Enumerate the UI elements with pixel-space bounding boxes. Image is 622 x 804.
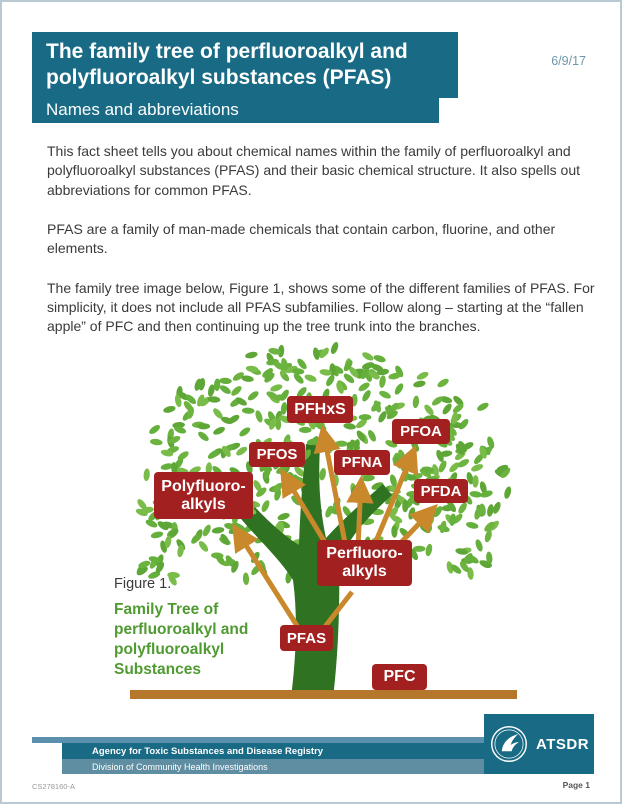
node-pfc: PFC: [372, 664, 427, 690]
definition-paragraph: PFAS are a family of man-made chemicals …: [47, 220, 556, 257]
page-title-line-2: polyfluoroalkyl substances (PFAS): [46, 66, 392, 89]
hhs-seal-icon: [490, 726, 527, 762]
node-pfos-label: PFOS: [256, 446, 298, 463]
figure-intro-paragraph: The family tree image below, Figure 1, s…: [47, 279, 595, 335]
node-pfda: PFDA: [414, 479, 468, 503]
node-perfluoroalkyls-line1: Perfluoro-: [326, 545, 403, 563]
intro-paragraph: This fact sheet tells you about chemical…: [47, 143, 581, 198]
node-pfos: PFOS: [249, 442, 305, 467]
node-polyfluoroalkyls-line2: alkyls: [181, 495, 226, 513]
footer-stripe: [32, 737, 484, 743]
footer-agency-text: Agency for Toxic Substances and Disease …: [92, 745, 324, 757]
node-pfda-label: PFDA: [420, 482, 462, 500]
atsdr-logo-text: ATSDR: [535, 735, 590, 753]
figure-label: Figure 1.: [114, 576, 172, 592]
node-polyfluoroalkyls-line1: Polyfluoro-: [161, 477, 246, 495]
tree-trunk: [223, 444, 392, 698]
node-perfluoroalkyls: Perfluoro- alkyls: [317, 540, 412, 586]
node-perfluoroalkyls-line2: alkyls: [342, 563, 387, 580]
body-text: This fact sheet tells you about chemical…: [47, 142, 595, 357]
figure-caption-block: Figure 1. Family Tree of perfluoroalkyl …: [114, 576, 274, 681]
page-title-line-1: The family tree of perfluoroalkyl and: [46, 40, 408, 63]
footer: Agency for Toxic Substances and Disease …: [32, 714, 594, 777]
footer-division-bar: Division of Community Health Investigati…: [62, 759, 484, 774]
atsdr-logo-box: ATSDR: [484, 714, 594, 774]
family-tree-figure: PFHxS PFOA PFOS PFNA PFDA Polyfluoro- al…: [2, 342, 620, 706]
node-pfhxs-label: PFHxS: [294, 400, 346, 418]
node-pfas-label: PFAS: [286, 629, 327, 647]
date-text: 6/9/17: [551, 54, 586, 68]
footer-agency-bar: Agency for Toxic Substances and Disease …: [62, 743, 484, 759]
figure-caption: Family Tree of perfluoroalkyl and polyfl…: [114, 601, 249, 679]
page-number: Page 1: [562, 780, 590, 790]
node-pfna: PFNA: [334, 450, 390, 475]
header-subtitle: Names and abbreviations: [46, 100, 239, 119]
node-polyfluoroalkyls: Polyfluoro- alkyls: [154, 472, 253, 519]
node-pfna-label: PFNA: [341, 454, 383, 471]
ground-line: [130, 690, 517, 699]
header-subtitle-band: Names and abbreviations: [32, 97, 439, 123]
footer-division-text: Division of Community Health Investigati…: [92, 761, 268, 772]
node-pfhxs: PFHxS: [287, 396, 353, 423]
node-pfas: PFAS: [280, 625, 333, 651]
document-number: CS278160-A: [32, 782, 75, 791]
node-pfc-label: PFC: [383, 668, 416, 685]
node-pfoa-label: PFOA: [400, 423, 442, 440]
header-title-block: The family tree of perfluoroalkyl and po…: [32, 32, 458, 98]
node-pfoa: PFOA: [392, 419, 450, 444]
